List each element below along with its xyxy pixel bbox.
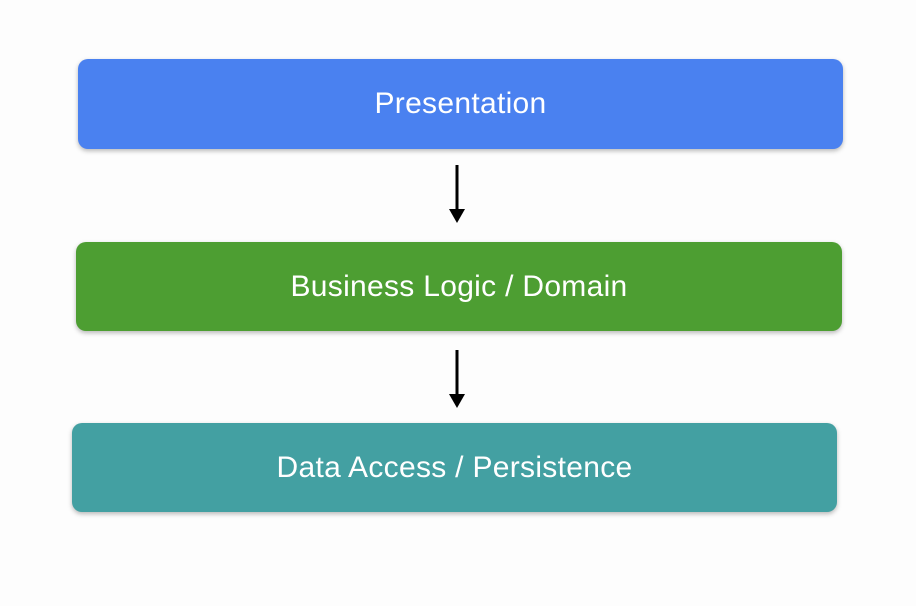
layer-box-presentation: Presentation [78, 59, 843, 149]
layer-label-presentation: Presentation [374, 87, 547, 120]
down-arrow-icon [449, 165, 465, 223]
layer-box-data-access: Data Access / Persistence [72, 423, 837, 512]
layer-box-business-logic: Business Logic / Domain [76, 242, 842, 331]
down-arrow-icon [449, 350, 465, 408]
layer-label-data-access: Data Access / Persistence [276, 450, 633, 484]
layer-label-business-logic: Business Logic / Domain [290, 269, 628, 303]
